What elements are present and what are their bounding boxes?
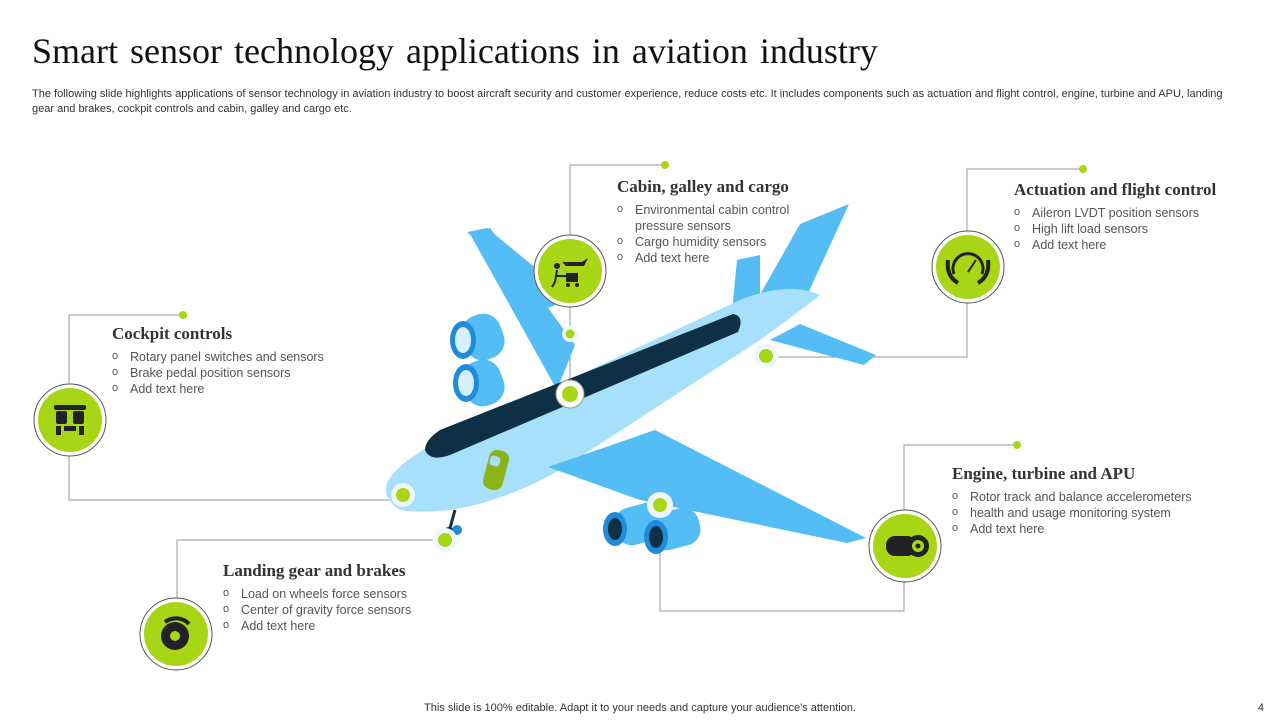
section-cockpit: Cockpit controls Rotary panel switches a… [112, 324, 324, 397]
section-landing: Landing gear and brakes Load on wheels f… [223, 561, 411, 634]
list-item: Add text here [112, 380, 324, 397]
section-list: Load on wheels force sensors Center of g… [223, 585, 411, 634]
connector-engine [659, 444, 1017, 612]
section-engine: Engine, turbine and APU Rotor track and … [952, 464, 1192, 537]
sensor-marker-cabin-upper [562, 326, 578, 342]
list-item: Load on wheels force sensors [223, 585, 411, 602]
section-title: Engine, turbine and APU [952, 464, 1136, 483]
sensor-markers [391, 326, 778, 552]
page-subtitle: The following slide highlights applicati… [32, 88, 1223, 115]
list-item: health and usage monitoring system [952, 504, 1192, 521]
rear-engines [450, 313, 505, 407]
list-item: Add text here [1014, 236, 1216, 253]
sensor-marker-engine [647, 492, 673, 518]
icon-circle-cockpit [33, 383, 107, 457]
list-item: Center of gravity force sensors [223, 601, 411, 618]
sensor-marker-cockpit [391, 483, 415, 507]
page-number: 4 [1257, 702, 1264, 714]
list-item: Add text here [617, 249, 789, 266]
connector-landing [176, 539, 445, 600]
section-title: Cockpit controls [112, 324, 233, 343]
icon-circle-actuation [931, 230, 1005, 304]
list-item-continued: pressure sensors [635, 219, 731, 233]
window-band [425, 314, 741, 458]
connector-cabin [569, 164, 665, 392]
sensor-marker-landing [433, 528, 457, 552]
icon-circle-engine [868, 509, 942, 583]
list-item: High lift load sensors [1014, 220, 1216, 237]
connector-end-dots [179, 161, 1087, 449]
section-list: Aileron LVDT position sensors High lift … [1014, 204, 1216, 253]
turbine-engine-icon [886, 535, 929, 557]
footer-note: This slide is 100% editable. Adapt it to… [424, 702, 856, 714]
section-title: Landing gear and brakes [223, 561, 406, 580]
cargo-trolley-icon [551, 258, 588, 288]
section-list: Environmental cabin control pressure sen… [617, 201, 789, 266]
cockpit-seats-icon [54, 405, 86, 435]
horizontal-stabilizer [770, 324, 876, 365]
list-item: Brake pedal position sensors [112, 364, 324, 381]
gauge-hands-icon [945, 252, 991, 285]
brake-disc-icon [161, 616, 191, 650]
list-item: Rotor track and balance accelerometers [952, 488, 1192, 505]
rear-wing-upper [470, 228, 575, 390]
front-wing [548, 430, 866, 543]
icon-circle-landing [139, 597, 213, 671]
list-item: Environmental cabin control [617, 201, 789, 218]
door [482, 449, 510, 491]
section-list: Rotary panel switches and sensors Brake … [112, 348, 324, 397]
list-item: Aileron LVDT position sensors [1014, 204, 1216, 221]
section-list: Rotor track and balance accelerometers h… [952, 488, 1192, 537]
list-item: Add text here [223, 617, 411, 634]
sensor-marker-cabin [555, 379, 585, 409]
section-title: Cabin, galley and cargo [617, 177, 789, 196]
vertical-stabilizer [757, 204, 849, 300]
page-title: Smart sensor technology applications in … [32, 31, 878, 71]
list-item: Rotary panel switches and sensors [112, 348, 324, 365]
sensor-marker-actuation [754, 344, 778, 368]
section-title: Actuation and flight control [1014, 180, 1217, 199]
list-item: Add text here [952, 520, 1192, 537]
section-cabin: Cabin, galley and cargo Environmental ca… [617, 177, 789, 266]
icon-circle-cabin [533, 234, 607, 308]
list-item: Cargo humidity sensors [617, 233, 789, 250]
section-actuation: Actuation and flight control Aileron LVD… [1014, 180, 1216, 253]
